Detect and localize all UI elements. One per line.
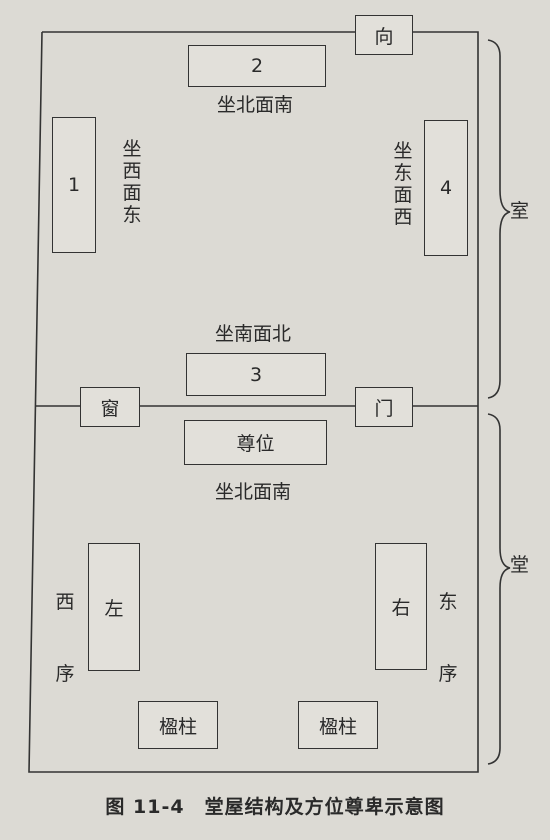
diagram-lines [28, 31, 511, 773]
chuang-window-box: 窗 [80, 387, 140, 427]
right-label: 右 [391, 597, 411, 619]
zunwei-label: 尊位 [236, 433, 275, 455]
men-door-box: 门 [355, 387, 413, 427]
figure-caption: 图 11-4 堂屋结构及方位尊卑示意图 [105, 796, 445, 818]
left-box: 左 [88, 543, 140, 671]
seat-1-orientation: 坐西面东 [122, 138, 142, 226]
seat-1-box: 1 [52, 117, 96, 253]
seat-4-box: 4 [424, 120, 468, 256]
pillar-right-box: 楹柱 [298, 701, 378, 749]
seat-4-orientation: 坐东面西 [393, 140, 413, 228]
seat-3-number: 3 [249, 363, 263, 386]
tang-brace [487, 413, 511, 765]
right-box: 右 [375, 543, 427, 670]
seat-3-box: 3 [186, 353, 326, 396]
shi-brace [487, 39, 511, 399]
xiang-window-box: 向 [355, 15, 413, 55]
seat-2-box: 2 [188, 45, 326, 87]
diagram: 向 窗 门 2 坐北面南 1 坐西面东 4 坐东面西 室 坐南面北 3 尊位 坐… [28, 15, 530, 773]
xiang-label: 向 [374, 25, 394, 48]
pillar-left-label: 楹柱 [158, 715, 197, 738]
seat-1-number: 1 [67, 174, 81, 196]
west-xu-label: 西序 [55, 591, 75, 685]
east-xu-label: 东序 [438, 591, 458, 685]
outer-wall [28, 31, 479, 773]
seat-2-number: 2 [250, 55, 264, 77]
tang-room-label: 堂 [510, 554, 530, 576]
pillar-right-label: 楹柱 [318, 715, 357, 738]
zunwei-box: 尊位 [184, 420, 327, 465]
seat-2-orientation: 坐北面南 [217, 94, 294, 116]
left-label: 左 [104, 597, 124, 620]
men-label: 门 [374, 397, 394, 420]
seat-3-orientation: 坐南面北 [215, 323, 292, 345]
seat-4-number: 4 [439, 177, 453, 199]
shi-room-label: 室 [510, 200, 530, 222]
pillar-left-box: 楹柱 [138, 701, 218, 749]
zunwei-orientation: 坐北面南 [215, 481, 292, 503]
chuang-label: 窗 [100, 397, 120, 420]
